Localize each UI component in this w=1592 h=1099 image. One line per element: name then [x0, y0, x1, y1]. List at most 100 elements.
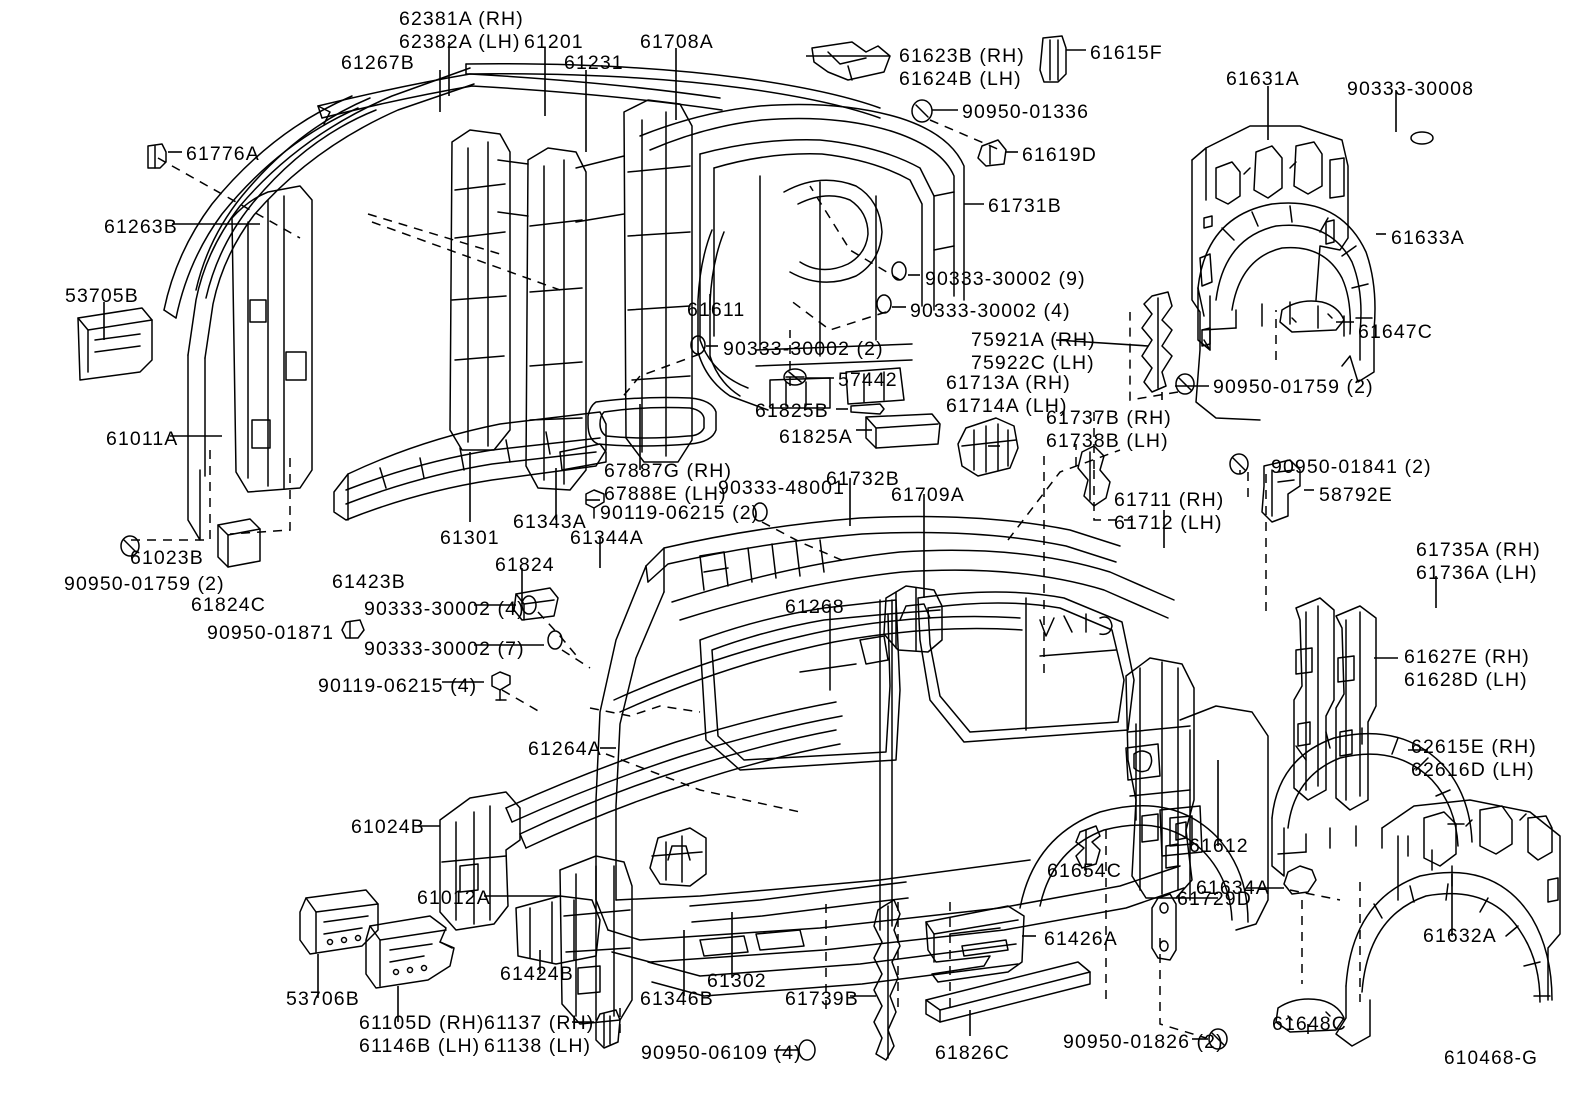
part-callout-61623B: 61623B (RH) — [899, 45, 1025, 67]
nut-90950-01871 — [341, 619, 365, 639]
part-callout-90333-30002: 90333-30002 (9) — [925, 268, 1086, 290]
plug-90950-01759-left — [120, 535, 140, 557]
part-58792E-bracket — [1261, 459, 1301, 523]
part-callout-61632A: 61632A — [1423, 925, 1497, 947]
part-61709A-reinforcement — [883, 585, 943, 653]
part-62381A-roof-drip-moulding — [465, 63, 881, 119]
part-callout-90333-30002: 90333-30002 (4) — [364, 598, 525, 620]
part-callout-61343A: 61343A — [513, 511, 587, 533]
part-callout-61146B: 61146B (LH) — [359, 1035, 481, 1057]
main-body-side-assembly — [439, 515, 1269, 1025]
part-callout-90950-01759: 90950-01759 (2) — [64, 573, 225, 595]
part-callout-53705B: 53705B — [65, 285, 139, 307]
part-callout-61732B: 61732B — [826, 468, 900, 490]
part-callout-61776A: 61776A — [186, 143, 260, 165]
part-61711-rear-pillar — [1125, 657, 1195, 899]
plug-90333-30002-4a — [876, 294, 892, 314]
part-callout-61301: 61301 — [440, 527, 500, 549]
part-callout-61708A: 61708A — [640, 31, 714, 53]
part-callout-61023B: 61023B — [130, 547, 204, 569]
bolt-90119-06215-4 — [491, 671, 511, 701]
part-61623B-bracket — [811, 41, 891, 81]
part-61301-rocker-outer — [333, 411, 607, 521]
part-61729D-strap — [1151, 893, 1177, 961]
part-callout-61709A: 61709A — [891, 484, 965, 506]
part-61825A-pad — [865, 413, 941, 449]
part-90950-01336-grommet — [911, 99, 933, 123]
part-callout-61825A: 61825A — [779, 426, 853, 448]
part-callout-61619D: 61619D — [1022, 144, 1097, 166]
part-callout-61824: 61824 — [495, 554, 555, 576]
part-90333-30008-plug — [1410, 131, 1434, 145]
part-callout-61633A: 61633A — [1391, 227, 1465, 249]
part-callout-61648C: 61648C — [1272, 1013, 1347, 1035]
part-61824-pad — [513, 587, 559, 621]
part-callout-61825B: 61825B — [755, 400, 829, 422]
part-callout-90119-06215: 90119-06215 (4) — [318, 675, 478, 697]
part-61011A-front-pillar-inner — [231, 185, 313, 493]
part-61826C-bar — [925, 961, 1091, 1023]
part-callout-61263B: 61263B — [104, 216, 178, 238]
part-75921A-reinforcement — [1141, 291, 1173, 393]
part-callout-62616D: 62616D (LH) — [1411, 759, 1535, 781]
part-callout-61267B: 61267B — [341, 52, 415, 74]
part-61634A-bracket — [1283, 865, 1317, 895]
part-callout-61264A: 61264A — [528, 738, 602, 760]
part-61824C-block — [217, 518, 261, 568]
part-61631A-quarter-inner-panel — [1191, 125, 1349, 421]
part-callout-61423B: 61423B — [332, 571, 406, 593]
part-61627E-reinforcement — [1335, 605, 1377, 811]
part-callout-62381A: 62381A (RH) — [399, 8, 524, 30]
part-callout-90950-06109: 90950-06109 (4) — [641, 1042, 802, 1064]
part-53706B-bracket — [299, 889, 379, 955]
plug-90950-06109 — [798, 1039, 816, 1061]
part-callout-53706B: 53706B — [286, 988, 360, 1010]
part-callout-90333-30008: 90333-30008 — [1347, 78, 1475, 100]
part-callout-90950-01826: 90950-01826 (2) — [1063, 1031, 1224, 1053]
part-callout-61634A: 61634A — [1196, 877, 1270, 899]
part-callout-61611: 61611 — [687, 299, 746, 321]
part-callout-75922C: 75922C (LH) — [971, 352, 1095, 374]
part-callout-75921A: 75921A (RH) — [971, 329, 1096, 351]
part-61713A-bracket — [957, 417, 1019, 477]
part-callout-61824C: 61824C — [191, 594, 266, 616]
part-callout-90950-01841: 90950-01841 (2) — [1271, 456, 1432, 478]
plug-90333-48001 — [752, 502, 768, 522]
part-callout-61012A: 61012A — [417, 887, 491, 909]
part-callout-61737B: 61737B (RH) — [1046, 407, 1172, 429]
part-callout-61424B: 61424B — [500, 963, 574, 985]
part-callout-61105D: 61105D (RH) — [359, 1012, 485, 1034]
center-pillar-cluster — [449, 99, 693, 491]
plug-90333-30002-4b — [521, 595, 537, 615]
part-callout-61627E: 61627E (RH) — [1404, 646, 1530, 668]
part-61619D-clip — [977, 139, 1007, 167]
part-61105D-bracket — [365, 915, 455, 989]
part-callout-61731B: 61731B — [988, 195, 1062, 217]
part-callout-67887G: 67887G (RH) — [604, 460, 733, 482]
part-callout-61024B: 61024B — [351, 816, 425, 838]
part-callout-61712: 61712 (LH) — [1114, 512, 1223, 534]
front-body-side-outer — [187, 67, 475, 541]
part-callout-61654C: 61654C — [1047, 860, 1122, 882]
part-callout-61344A: 61344A — [570, 527, 644, 549]
part-callout-61624B: 61624B (LH) — [899, 68, 1022, 90]
part-callout-61268: 61268 — [785, 596, 845, 618]
part-callout-61302: 61302 — [707, 970, 767, 992]
part-61731B-rear-quarter-assembly — [639, 103, 965, 409]
part-61654C-clip — [1075, 825, 1101, 869]
bolt-90119-06215-2 — [585, 489, 605, 519]
part-callout-61615F: 61615F — [1090, 42, 1163, 64]
part-callout-61647C: 61647C — [1358, 321, 1433, 343]
part-61647C-bracket — [1279, 300, 1345, 333]
leader-lines-solid — [103, 42, 1453, 1051]
part-callout-61738B: 61738B (LH) — [1046, 430, 1169, 452]
part-callout-90119-06215: 90119-06215 (2) — [600, 502, 760, 524]
part-callout-61011A: 61011A — [106, 428, 179, 450]
part-57442-grommet — [783, 368, 807, 386]
part-53705B-bracket — [77, 307, 153, 381]
part-61632A-wheel-house-inner — [1335, 799, 1561, 1047]
plug-90333-30002-7 — [547, 630, 563, 650]
part-callout-61137: 61137 (RH) — [484, 1012, 595, 1034]
part-callout-57442: 57442 — [838, 369, 898, 391]
